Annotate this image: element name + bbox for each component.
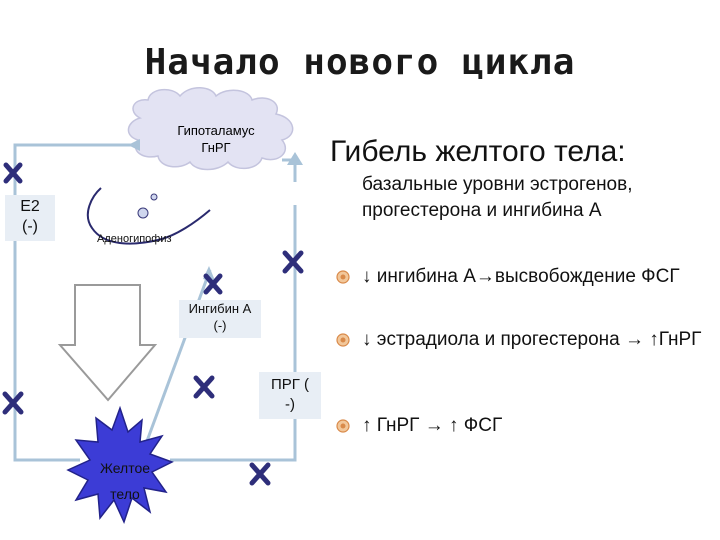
pituitary-dot-small	[150, 193, 158, 201]
corpus-luteum-label: Желтое тело	[99, 460, 151, 502]
list-item: ↓ ингибина А→высвобождение ФСГ	[336, 264, 716, 292]
pituitary-outline	[86, 187, 211, 245]
right-heading: Гибель желтого тела:	[330, 135, 626, 168]
cross-icon	[193, 375, 215, 399]
list-item-text: ↓ ингибина А→высвобождение ФСГ	[362, 266, 680, 287]
slide-title: Начало нового цикла	[144, 42, 576, 83]
cross-icon	[3, 162, 23, 184]
flower-bullet-icon	[336, 270, 350, 284]
cross-icon	[282, 250, 304, 274]
right-subheading: базальные уровни эстрогенов, прогестерон…	[362, 174, 633, 221]
corpus-luteum-star	[66, 405, 174, 525]
list-item: ↓ эстрадиола и прогестерона → ↑ГнРГ	[336, 327, 716, 383]
flower-bullet-icon	[336, 333, 350, 347]
inhibin-label: Ингибин А (-)	[179, 300, 261, 338]
list-item: ↑ ГнРГ → ↑ ФСГ	[336, 413, 716, 441]
cross-icon	[203, 273, 223, 295]
prg-label: ПРГ ( -)	[259, 372, 321, 419]
hypothalamus-label: Гипоталамус ГнРГ	[177, 123, 255, 155]
cross-markers	[2, 162, 304, 486]
list-item-text: ↓ эстрадиола и прогестерона → ↑ГнРГ	[362, 329, 702, 350]
down-arrow	[57, 284, 158, 402]
hypothalamus-cloud	[127, 87, 294, 171]
pituitary-dot-large	[137, 207, 149, 219]
cross-icon	[2, 391, 24, 415]
flower-bullet-icon	[336, 419, 350, 433]
list-item-text: ↑ ГнРГ → ↑ ФСГ	[362, 415, 503, 436]
e2-label: E2 (-)	[5, 195, 55, 241]
pituitary-label: Аденогипофиз	[97, 233, 172, 245]
cross-icon	[249, 462, 271, 486]
